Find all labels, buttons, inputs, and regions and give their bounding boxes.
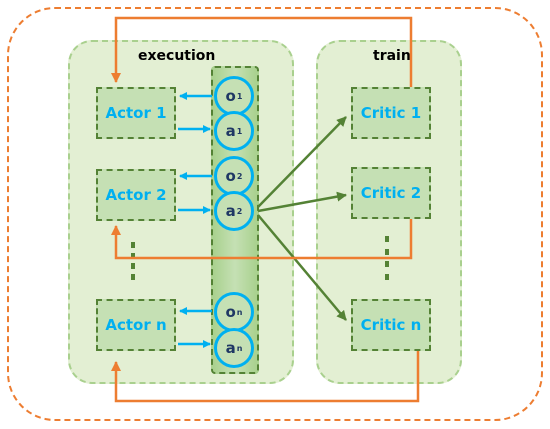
- actor-1-box: Actor 1: [96, 87, 176, 139]
- critic-2-box: Critic 2: [351, 167, 431, 219]
- actor-2-box: Actor 2: [96, 169, 176, 221]
- outer-boundary: [7, 7, 543, 421]
- actor-vertical-ellipsis-icon: [130, 242, 136, 280]
- arrow-a2-to-critic1: [257, 116, 347, 208]
- arrow-critic2-to-actor2: [111, 219, 413, 260]
- arrow-critic1-to-actor1: [111, 16, 413, 87]
- execution-title: execution: [138, 48, 216, 64]
- arrow-a2-to-criticn: [257, 214, 347, 321]
- arrow-criticn-to-actorn: [111, 351, 420, 403]
- arrow-a2-to-critic2: [257, 191, 347, 213]
- critic-1-box: Critic 1: [351, 87, 431, 139]
- critic-vertical-ellipsis-icon: [384, 236, 390, 280]
- critic-n-box: Critic n: [351, 299, 431, 351]
- train-title: train: [373, 48, 411, 64]
- actor-n-box: Actor n: [96, 299, 176, 351]
